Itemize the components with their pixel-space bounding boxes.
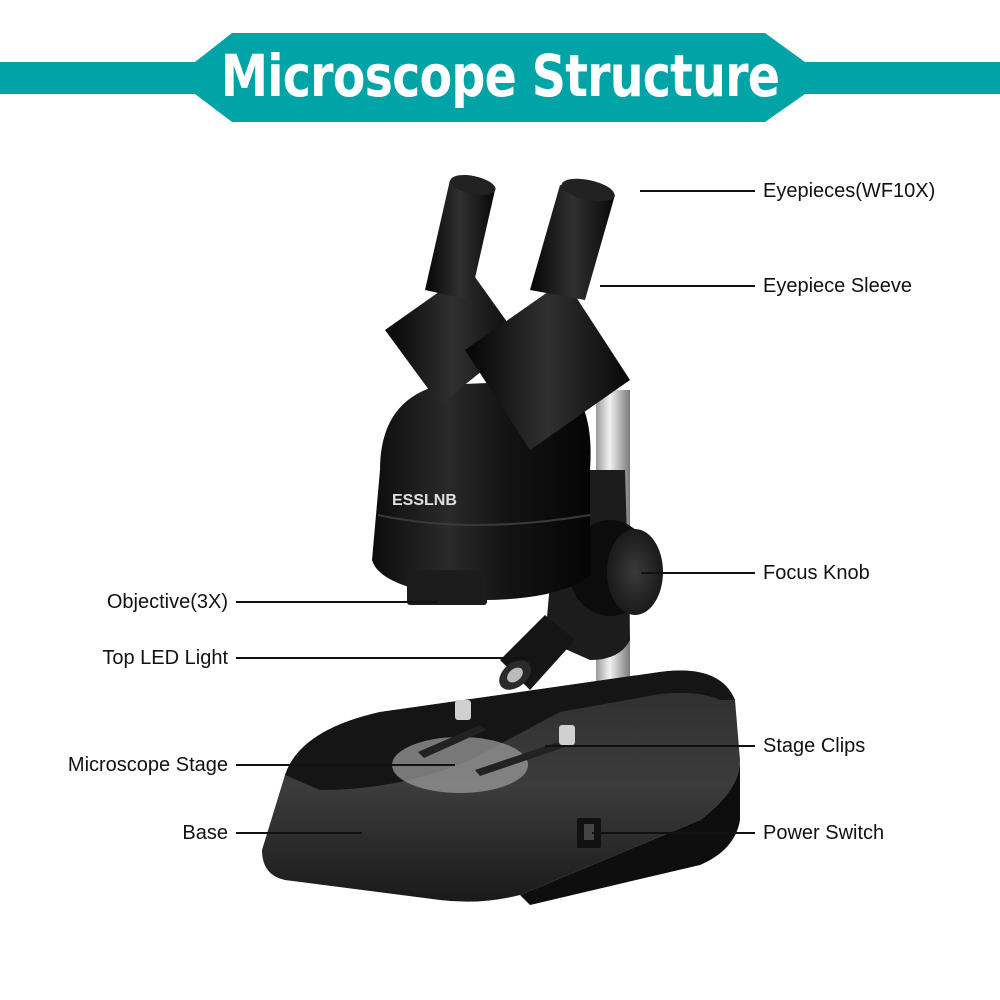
leader-stage-clips	[545, 745, 755, 747]
label-microscope-stage: Microscope Stage	[67, 754, 228, 776]
leader-power-switch	[592, 832, 755, 834]
leader-top-led-light	[236, 657, 527, 659]
label-stage-clips: Stage Clips	[763, 735, 866, 757]
leader-objective	[236, 601, 438, 603]
label-power-switch: Power Switch	[763, 822, 885, 844]
power-switch-shape	[577, 818, 601, 848]
label-eyepiece-sleeve: Eyepiece Sleeve	[763, 275, 912, 297]
banner-shape	[0, 33, 1000, 122]
label-top-led-light: Top LED Light	[102, 647, 228, 669]
base-shape	[262, 670, 740, 905]
led-lamp	[499, 615, 575, 690]
label-base: Base	[182, 822, 228, 844]
stage-plate	[392, 700, 575, 793]
leader-focus-knob	[641, 572, 755, 574]
leader-microscope-stage	[236, 764, 455, 766]
brand-mark: ESSLNB	[392, 492, 457, 509]
leader-eyepiece-sleeve	[600, 285, 755, 287]
eyepiece-tubes	[425, 174, 615, 300]
leader-base	[236, 832, 362, 834]
title-banner: Microscope Structure	[0, 0, 1000, 140]
label-eyepieces: Eyepieces(WF10X)	[763, 180, 936, 202]
eyepiece-housings	[385, 270, 630, 450]
leader-eyepieces	[640, 190, 755, 192]
label-focus-knob: Focus Knob	[763, 562, 870, 584]
page-title: Microscope Structure	[220, 42, 780, 110]
label-objective: Objective(3X)	[106, 591, 228, 613]
